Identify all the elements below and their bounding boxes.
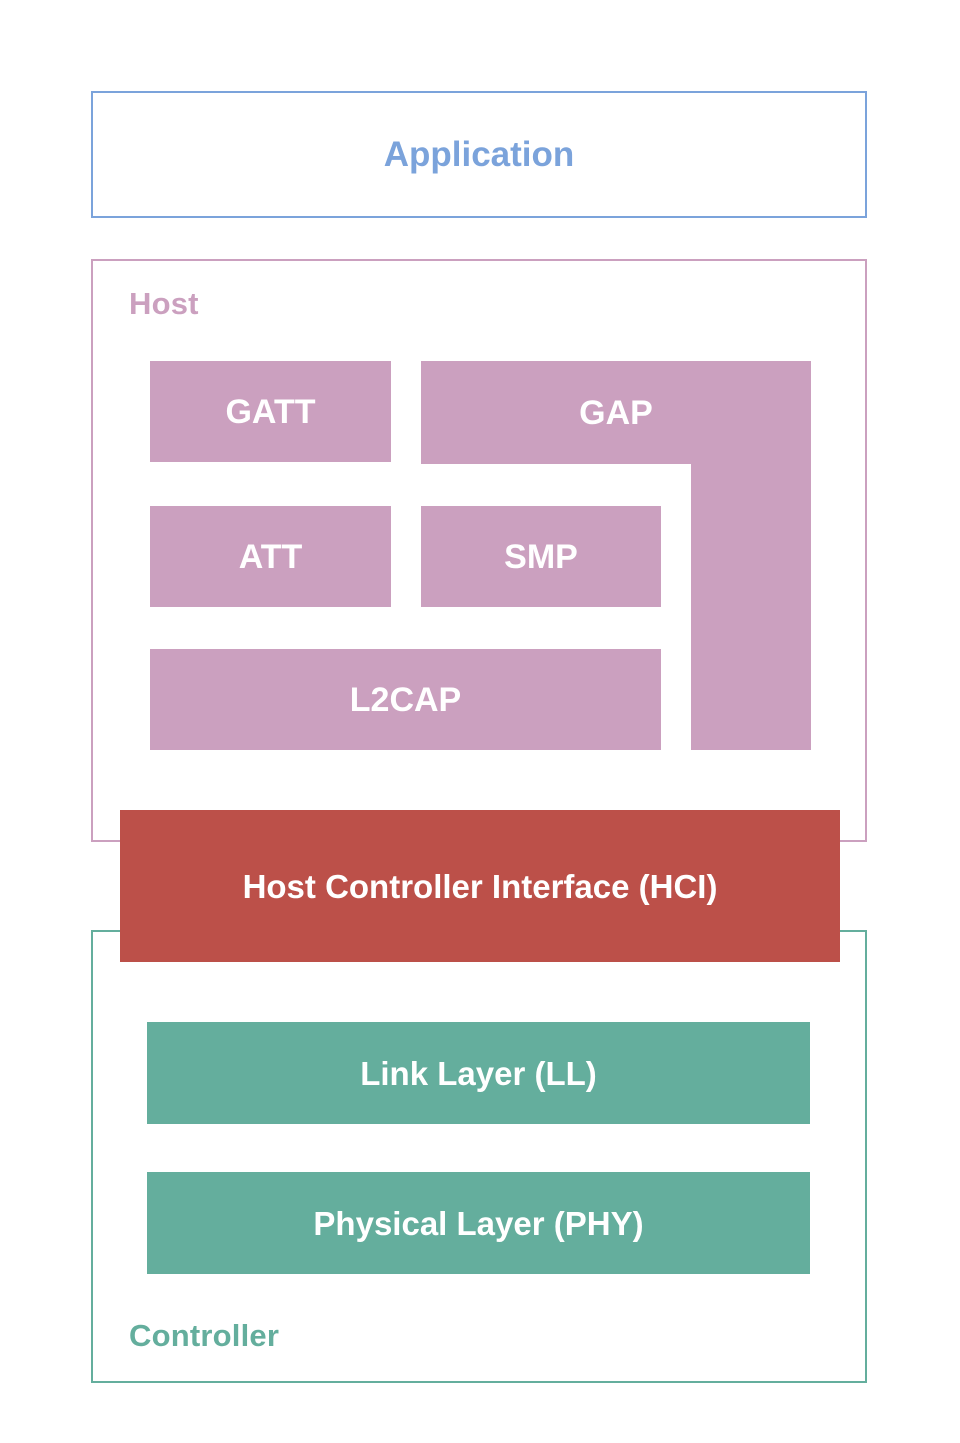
host-block-l2cap: L2CAP bbox=[150, 649, 661, 750]
host-block-gatt: GATT bbox=[150, 361, 391, 462]
host-layer-label: Host bbox=[129, 286, 199, 321]
gap-label: GAP bbox=[579, 393, 653, 432]
controller-layer-box bbox=[91, 930, 867, 1383]
controller-layer-label: Controller bbox=[129, 1318, 280, 1353]
gap-right-column bbox=[691, 456, 811, 750]
application-layer-box bbox=[91, 91, 867, 218]
controller-block-physical-layer: Physical Layer (PHY) bbox=[147, 1172, 810, 1274]
hci-interface-bar: Host Controller Interface (HCI) bbox=[120, 810, 840, 962]
controller-block-link-layer: Link Layer (LL) bbox=[147, 1022, 810, 1124]
host-block-att: ATT bbox=[150, 506, 391, 607]
host-block-smp: SMP bbox=[421, 506, 661, 607]
gap-top-bar bbox=[421, 361, 811, 464]
host-block-gap: GAP bbox=[421, 361, 811, 750]
